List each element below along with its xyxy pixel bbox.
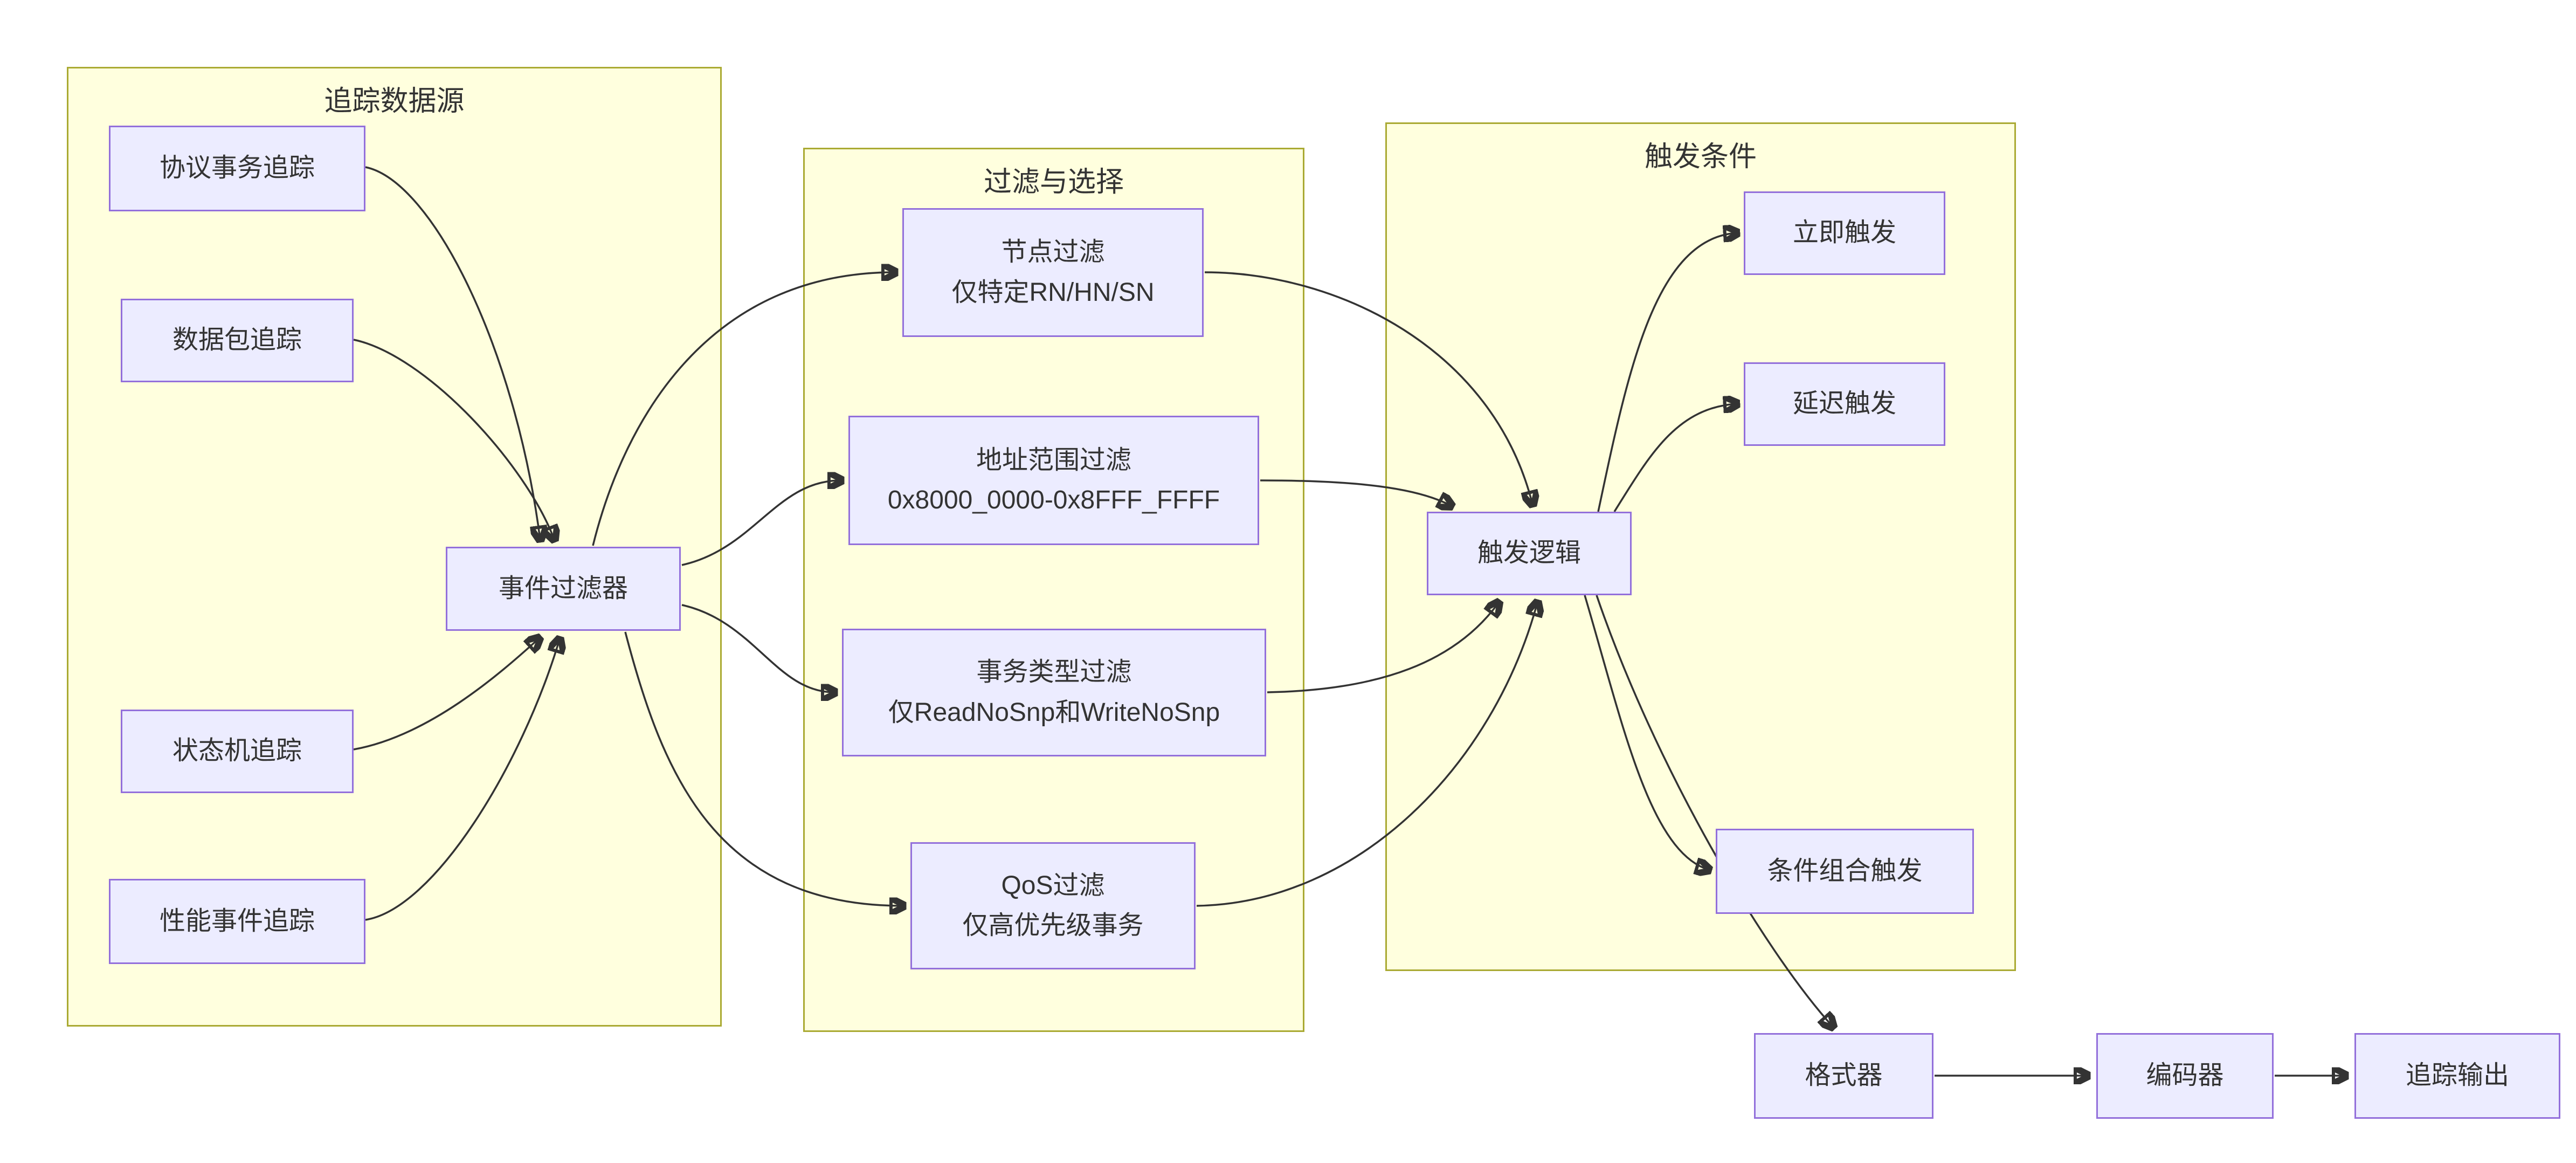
node-label: 编码器 xyxy=(2146,1061,2224,1090)
node-label: 追踪输出 xyxy=(2405,1061,2509,1090)
cluster-title-trace-data-sources: 追踪数据源 xyxy=(324,86,465,117)
edge-trigger-logic-to-formatter xyxy=(1596,595,1833,1027)
edge-event-filter-to-type-filter xyxy=(681,604,834,692)
node-detail: 仅特定RN/HN/SN xyxy=(951,278,1155,307)
node-packet-trace: 数据包追踪 xyxy=(121,299,354,382)
edge-trigger-logic-to-immediate-trigger xyxy=(1597,233,1737,512)
node-label: 地址范围过滤 xyxy=(976,445,1131,474)
node-address-range-filter: 地址范围过滤 0x8000_0000-0x8FFF_FFFF xyxy=(848,416,1259,545)
edge-trigger-logic-to-comb-trigger xyxy=(1584,595,1709,870)
node-label: 事务类型过滤 xyxy=(976,658,1132,687)
cluster-title-filter-and-select: 过滤与选择 xyxy=(983,167,1124,198)
edge-node-filter-to-trigger-logic xyxy=(1204,271,1532,504)
node-qos-filter: QoS过滤 仅高优先级事务 xyxy=(910,842,1196,969)
node-trigger-logic: 触发逻辑 xyxy=(1427,512,1632,595)
node-formatter: 格式器 xyxy=(1754,1033,1933,1119)
node-label: 延迟触发 xyxy=(1792,389,1896,418)
node-immediate-trigger: 立即触发 xyxy=(1744,191,1945,275)
edge-protocol-to-event-filter xyxy=(365,166,540,539)
node-condition-combo-trigger: 条件组合触发 xyxy=(1716,829,1974,914)
edge-packet-to-event-filter xyxy=(353,339,554,539)
node-label: 格式器 xyxy=(1805,1061,1883,1090)
node-label: 状态机追踪 xyxy=(172,737,302,766)
node-perf-event-trace: 性能事件追踪 xyxy=(109,879,365,964)
node-delay-trigger: 延迟触发 xyxy=(1744,362,1945,446)
edge-type-filter-to-trigger-logic xyxy=(1267,603,1498,693)
edge-event-filter-to-addr-filter xyxy=(681,480,841,566)
node-protocol-transaction-trace: 协议事务追踪 xyxy=(109,126,365,211)
node-detail: 仅ReadNoSnp和WriteNoSnp xyxy=(888,698,1220,727)
edge-state-machine-to-event-filter xyxy=(353,638,539,751)
node-detail: 仅高优先级事务 xyxy=(962,911,1144,940)
edge-event-filter-to-qos-filter xyxy=(624,631,903,906)
node-label: 触发逻辑 xyxy=(1477,539,1581,568)
edge-addr-filter-to-trigger-logic xyxy=(1260,479,1451,506)
cluster-title-trigger-conditions: 触发条件 xyxy=(1644,141,1757,173)
edge-perf-event-to-event-filter xyxy=(365,639,560,921)
node-label: QoS过滤 xyxy=(1001,871,1105,900)
node-label: 事件过滤器 xyxy=(498,574,628,603)
node-event-filter: 事件过滤器 xyxy=(446,547,681,631)
node-detail: 0x8000_0000-0x8FFF_FFFF xyxy=(887,486,1220,514)
node-state-machine-trace: 状态机追踪 xyxy=(121,710,354,793)
node-label: 协议事务追踪 xyxy=(159,154,315,183)
edge-qos-filter-to-trigger-logic xyxy=(1196,603,1537,907)
node-transaction-type-filter: 事务类型过滤 仅ReadNoSnp和WriteNoSnp xyxy=(842,629,1266,756)
node-label: 节点过滤 xyxy=(1001,238,1105,267)
edge-trigger-logic-to-delay-trigger xyxy=(1613,404,1737,512)
node-label: 立即触发 xyxy=(1792,218,1896,247)
node-label: 条件组合触发 xyxy=(1767,856,1923,885)
node-node-filter: 节点过滤 仅特定RN/HN/SN xyxy=(902,208,1204,337)
node-encoder: 编码器 xyxy=(2096,1033,2274,1119)
edge-event-filter-to-node-filter xyxy=(592,272,895,546)
node-label: 性能事件追踪 xyxy=(159,906,315,935)
node-trace-output: 追踪输出 xyxy=(2354,1033,2560,1119)
node-label: 数据包追踪 xyxy=(172,326,302,355)
